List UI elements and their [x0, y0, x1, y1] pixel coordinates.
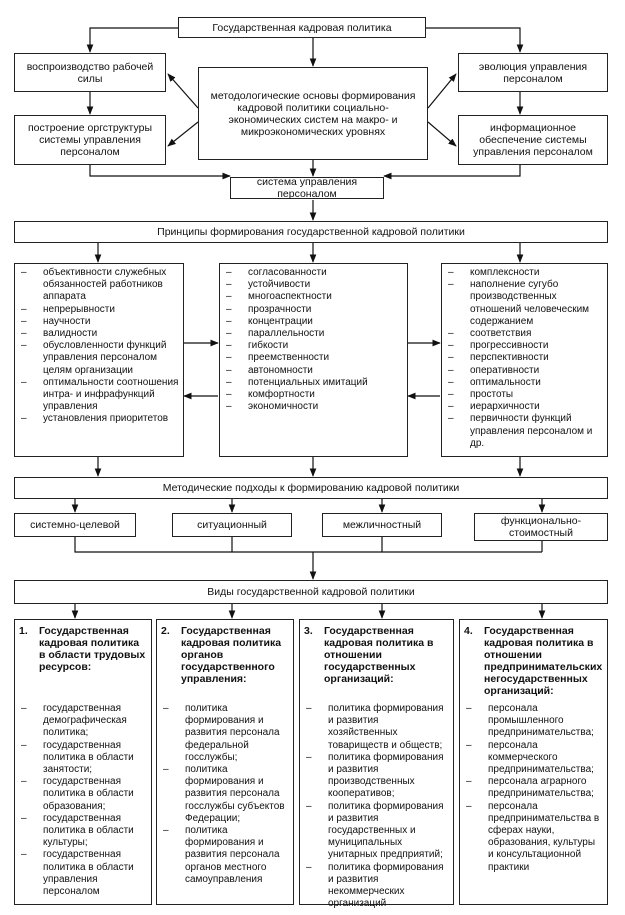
list-item: многоаспектности — [224, 291, 403, 303]
methodology-box: методологические основы формирования кад… — [198, 67, 428, 160]
type-col-4: 4.Государственная кадровая политика в от… — [459, 619, 608, 905]
principles-list-2: согласованности устойчивости многоаспект… — [220, 264, 407, 414]
list-item: иерархичности — [446, 401, 603, 413]
list-item: концентрации — [224, 316, 403, 328]
list-item: политика формирования и развития некомме… — [304, 862, 449, 911]
orgstructure-box: построение оргструктуры системы управлен… — [14, 115, 166, 165]
types-title: Виды государственной кадровой политики — [207, 586, 415, 598]
list-item: валидности — [19, 328, 179, 340]
list-item: политика формирования и развития персона… — [161, 764, 289, 825]
list-item: устойчивости — [224, 279, 403, 291]
type-list-1: государственная демографическая политика… — [15, 697, 151, 898]
principles-list-3: комплексности наполнение сугубо производ… — [442, 264, 607, 450]
type-heading-3: 3.Государственная кадровая политика в от… — [304, 625, 434, 685]
principles-list-1: объективности служебных обязанностей раб… — [15, 264, 183, 426]
list-item: комфортности — [224, 389, 403, 401]
principles-col-3: комплексности наполнение сугубо производ… — [441, 263, 608, 457]
workforce-box: воспроизводство рабочей силы — [14, 53, 166, 92]
type-heading-2: 2.Государственная кадровая политика орга… — [161, 625, 282, 685]
type-col-3: 3.Государственная кадровая политика в от… — [299, 619, 454, 909]
hr-system-label: система управления персоналом — [256, 176, 358, 200]
info-support-box: информационное обеспечение системы управ… — [458, 115, 608, 165]
list-item: установления приоритетов — [19, 413, 179, 425]
list-item: научности — [19, 316, 179, 328]
list-item: обусловленности функций управления персо… — [19, 340, 179, 377]
list-item: первичности функций управления персонало… — [446, 413, 603, 450]
list-item: соответствия — [446, 328, 603, 340]
evolution-box: эволюция управления персоналом — [458, 53, 608, 92]
type-list-3: политика формирования и развития хозяйст… — [300, 697, 453, 910]
principles-col-2: согласованности устойчивости многоаспект… — [219, 263, 408, 457]
list-item: прозрачности — [224, 304, 403, 316]
list-item: государственная политика в области занят… — [19, 740, 147, 777]
list-item: экономичности — [224, 401, 403, 413]
method-box-4: функционально-стоимостный — [474, 513, 608, 541]
list-item: оптимальности соотношения интра- и инфра… — [19, 377, 179, 414]
list-item: параллельности — [224, 328, 403, 340]
list-item: прогрессивности — [446, 340, 603, 352]
list-item: объективности служебных обязанностей раб… — [19, 267, 179, 304]
list-item: государственная политика в области культ… — [19, 813, 147, 850]
list-item: персонала предпринимательства в сферах н… — [464, 801, 603, 874]
list-item: государственная демографическая политика… — [19, 703, 147, 740]
list-item: перспективности — [446, 352, 603, 364]
list-item: непрерывности — [19, 304, 179, 316]
methodology-label: методологические основы формирования кад… — [210, 89, 416, 138]
list-item: потенциальных имитаций — [224, 377, 403, 389]
list-item: автономности — [224, 365, 403, 377]
method-box-3: межличностный — [322, 513, 442, 537]
list-item: политика формирования и развития персона… — [161, 825, 289, 886]
policy-title-box: Государственная кадровая политика — [178, 17, 426, 38]
list-item: комплексности — [446, 267, 603, 279]
list-item: политика формирования и развития государ… — [304, 801, 449, 862]
methods-box: Методические подходы к формированию кадр… — [14, 477, 608, 499]
methods-title: Методические подходы к формированию кадр… — [162, 482, 460, 494]
method-label: системно-целевой — [30, 519, 120, 531]
principles-col-1: объективности служебных обязанностей раб… — [14, 263, 184, 457]
list-item: политика формирования и развития произво… — [304, 752, 449, 801]
method-box-2: ситуационный — [172, 513, 292, 537]
list-item: персонала коммерческого предпринимательс… — [464, 740, 603, 777]
types-box: Виды государственной кадровой политики — [14, 580, 608, 604]
policy-title: Государственная кадровая политика — [212, 21, 392, 34]
type-heading-4: 4.Государственная кадровая политика в от… — [464, 625, 603, 697]
principles-title: Принципы формирования государственной ка… — [157, 226, 465, 238]
list-item: оперативности — [446, 365, 603, 377]
list-item: наполнение сугубо производственных отнош… — [446, 279, 603, 328]
principles-box: Принципы формирования государственной ка… — [14, 221, 608, 243]
method-label: межличностный — [342, 519, 422, 531]
list-item: государственная политика в области образ… — [19, 776, 147, 813]
list-item: политика формирования и развития персона… — [161, 703, 289, 764]
type-list-2: политика формирования и развития персона… — [157, 697, 293, 886]
list-item: преемственности — [224, 352, 403, 364]
type-heading-1: 1.Государственная кадровая политика в об… — [19, 625, 146, 673]
type-list-4: персонала промышленного предпринимательс… — [460, 697, 607, 874]
info-support-label: информационное обеспечение системы управ… — [473, 122, 593, 158]
list-item: простоты — [446, 389, 603, 401]
list-item: согласованности — [224, 267, 403, 279]
type-col-2: 2.Государственная кадровая политика орга… — [156, 619, 294, 905]
evolution-label: эволюция управления персоналом — [478, 60, 588, 85]
list-item: политика формирования и развития хозяйст… — [304, 703, 449, 752]
list-item: персонала промышленного предпринимательс… — [464, 703, 603, 740]
hr-system-box: система управления персоналом — [230, 176, 384, 200]
type-col-1: 1.Государственная кадровая политика в об… — [14, 619, 152, 905]
list-item: государственная политика в области управ… — [19, 849, 147, 898]
list-item: персонала аграрного предпринимательства; — [464, 776, 603, 800]
method-label: функционально-стоимостный — [500, 515, 582, 539]
workforce-label: воспроизводство рабочей силы — [26, 60, 154, 85]
method-label: ситуационный — [197, 519, 267, 531]
orgstructure-label: построение оргструктуры системы управлен… — [28, 122, 152, 158]
method-box-1: системно-целевой — [14, 513, 136, 537]
list-item: оптимальности — [446, 377, 603, 389]
list-item: гибкости — [224, 340, 403, 352]
